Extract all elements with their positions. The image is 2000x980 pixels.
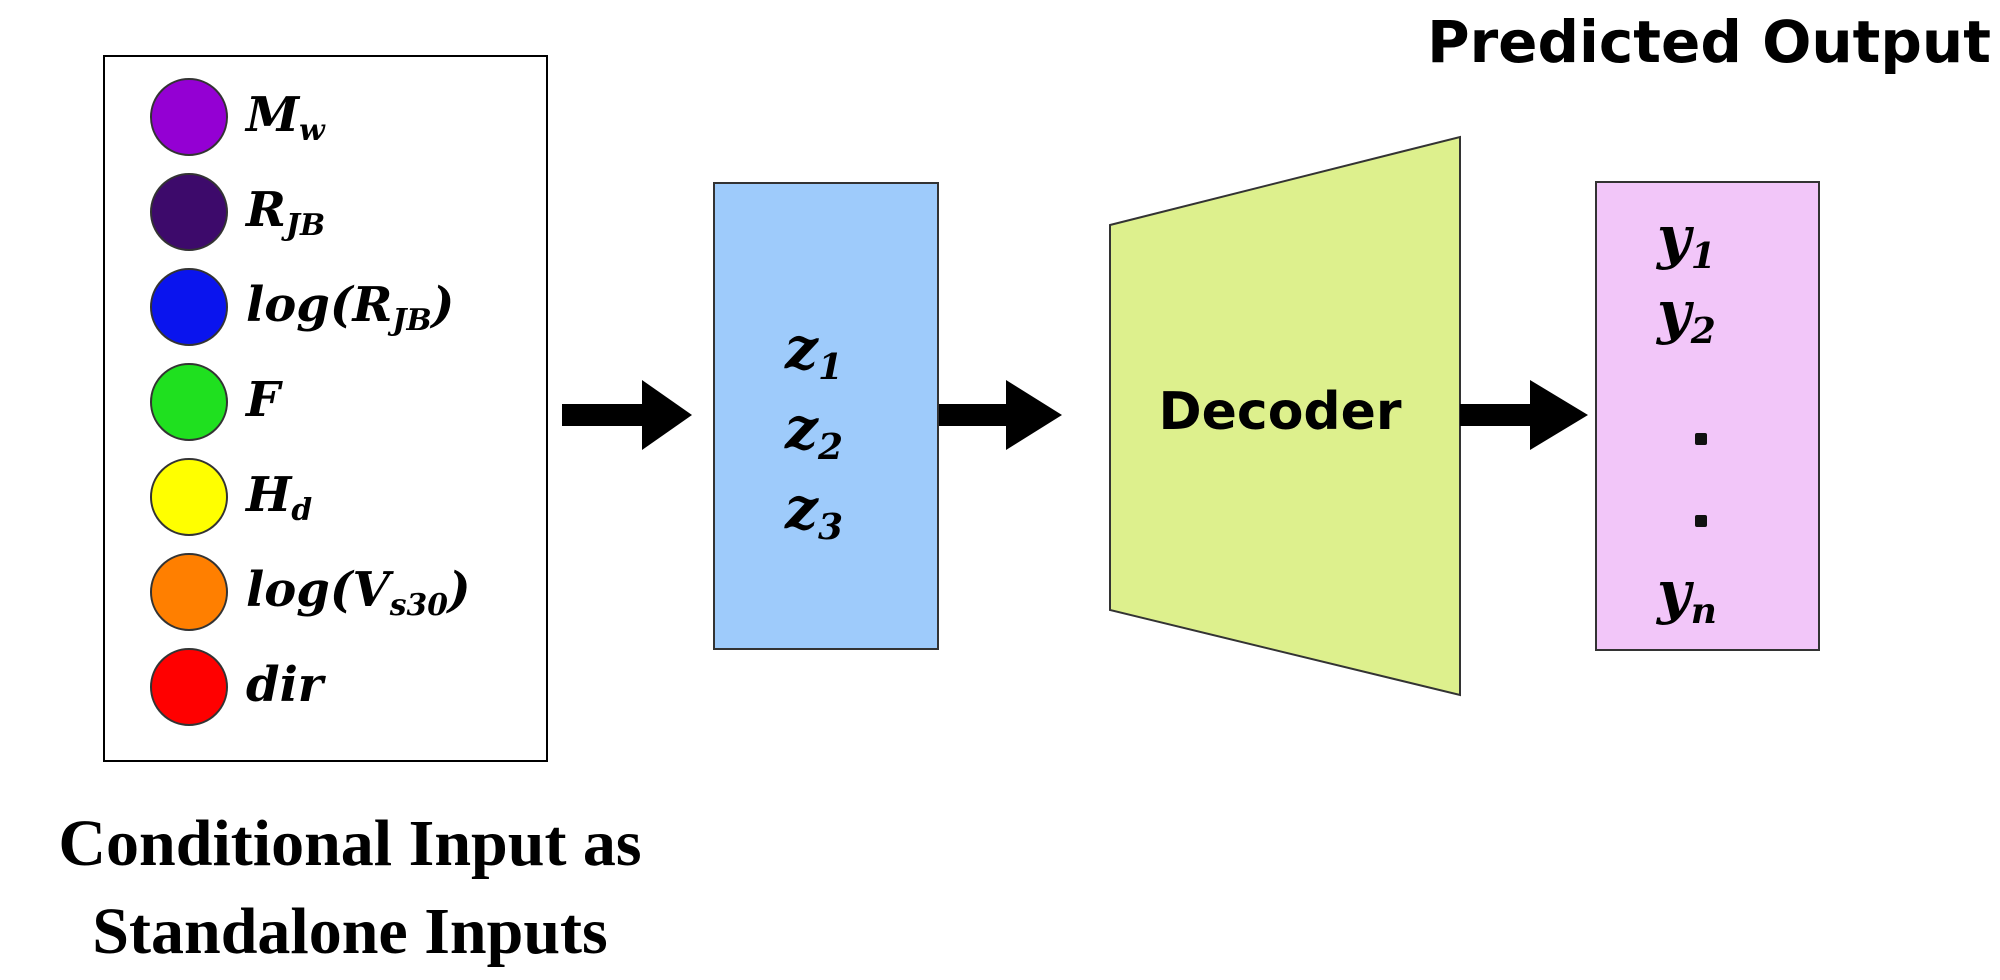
input-label: Mw: [246, 86, 325, 148]
latent-z2: z2: [785, 394, 843, 468]
input-label: F: [246, 371, 281, 428]
input-rjb: RJB: [150, 173, 326, 251]
ellipsis-dot-icon: [1695, 433, 1707, 445]
input-label: RJB: [246, 181, 326, 243]
latent-box: z1 z2 z3: [713, 182, 939, 650]
input-hd: Hd: [150, 458, 313, 536]
latent-z1: z1: [785, 314, 843, 388]
output-title: Predicted Output: [1427, 8, 1991, 76]
output-box: y1 y2 yn: [1595, 181, 1820, 651]
latent-z3: z3: [785, 474, 843, 548]
output-y2: y2: [1657, 278, 1716, 352]
input-dot-icon: [150, 173, 228, 251]
caption-line-1: Conditional Input as: [58, 807, 642, 880]
input-dot-icon: [150, 78, 228, 156]
decoder-label: Decoder: [1158, 382, 1402, 442]
input-dir: dir: [150, 648, 324, 726]
input-log-vs30: log(Vs30): [150, 553, 471, 631]
input-log-rjb: log(RJB): [150, 268, 455, 346]
conditional-inputs-box: Mw RJB log(RJB) F Hd log(Vs30) dir: [103, 55, 548, 762]
output-yn: yn: [1657, 558, 1717, 632]
input-dot-icon: [150, 268, 228, 346]
input-dot-icon: [150, 648, 228, 726]
arrow-latent-to-decoder: [939, 380, 1062, 450]
input-label: Hd: [246, 466, 313, 528]
input-dot-icon: [150, 458, 228, 536]
input-f: F: [150, 363, 281, 441]
input-dot-icon: [150, 363, 228, 441]
input-dot-icon: [150, 553, 228, 631]
input-label: log(RJB): [246, 276, 455, 338]
input-label: dir: [246, 656, 324, 713]
decoder-trapezoid: [1109, 135, 1461, 697]
input-mw: Mw: [150, 78, 325, 156]
caption-line-2: Standalone Inputs: [92, 895, 608, 968]
ellipsis-dot-icon: [1695, 515, 1707, 527]
arrow-decoder-to-output: [1460, 380, 1588, 450]
output-y1: y1: [1657, 203, 1716, 277]
conditional-input-caption: Conditional Input as Standalone Inputs: [0, 800, 700, 976]
input-label: log(Vs30): [246, 561, 471, 623]
arrow-input-to-latent: [562, 380, 692, 450]
